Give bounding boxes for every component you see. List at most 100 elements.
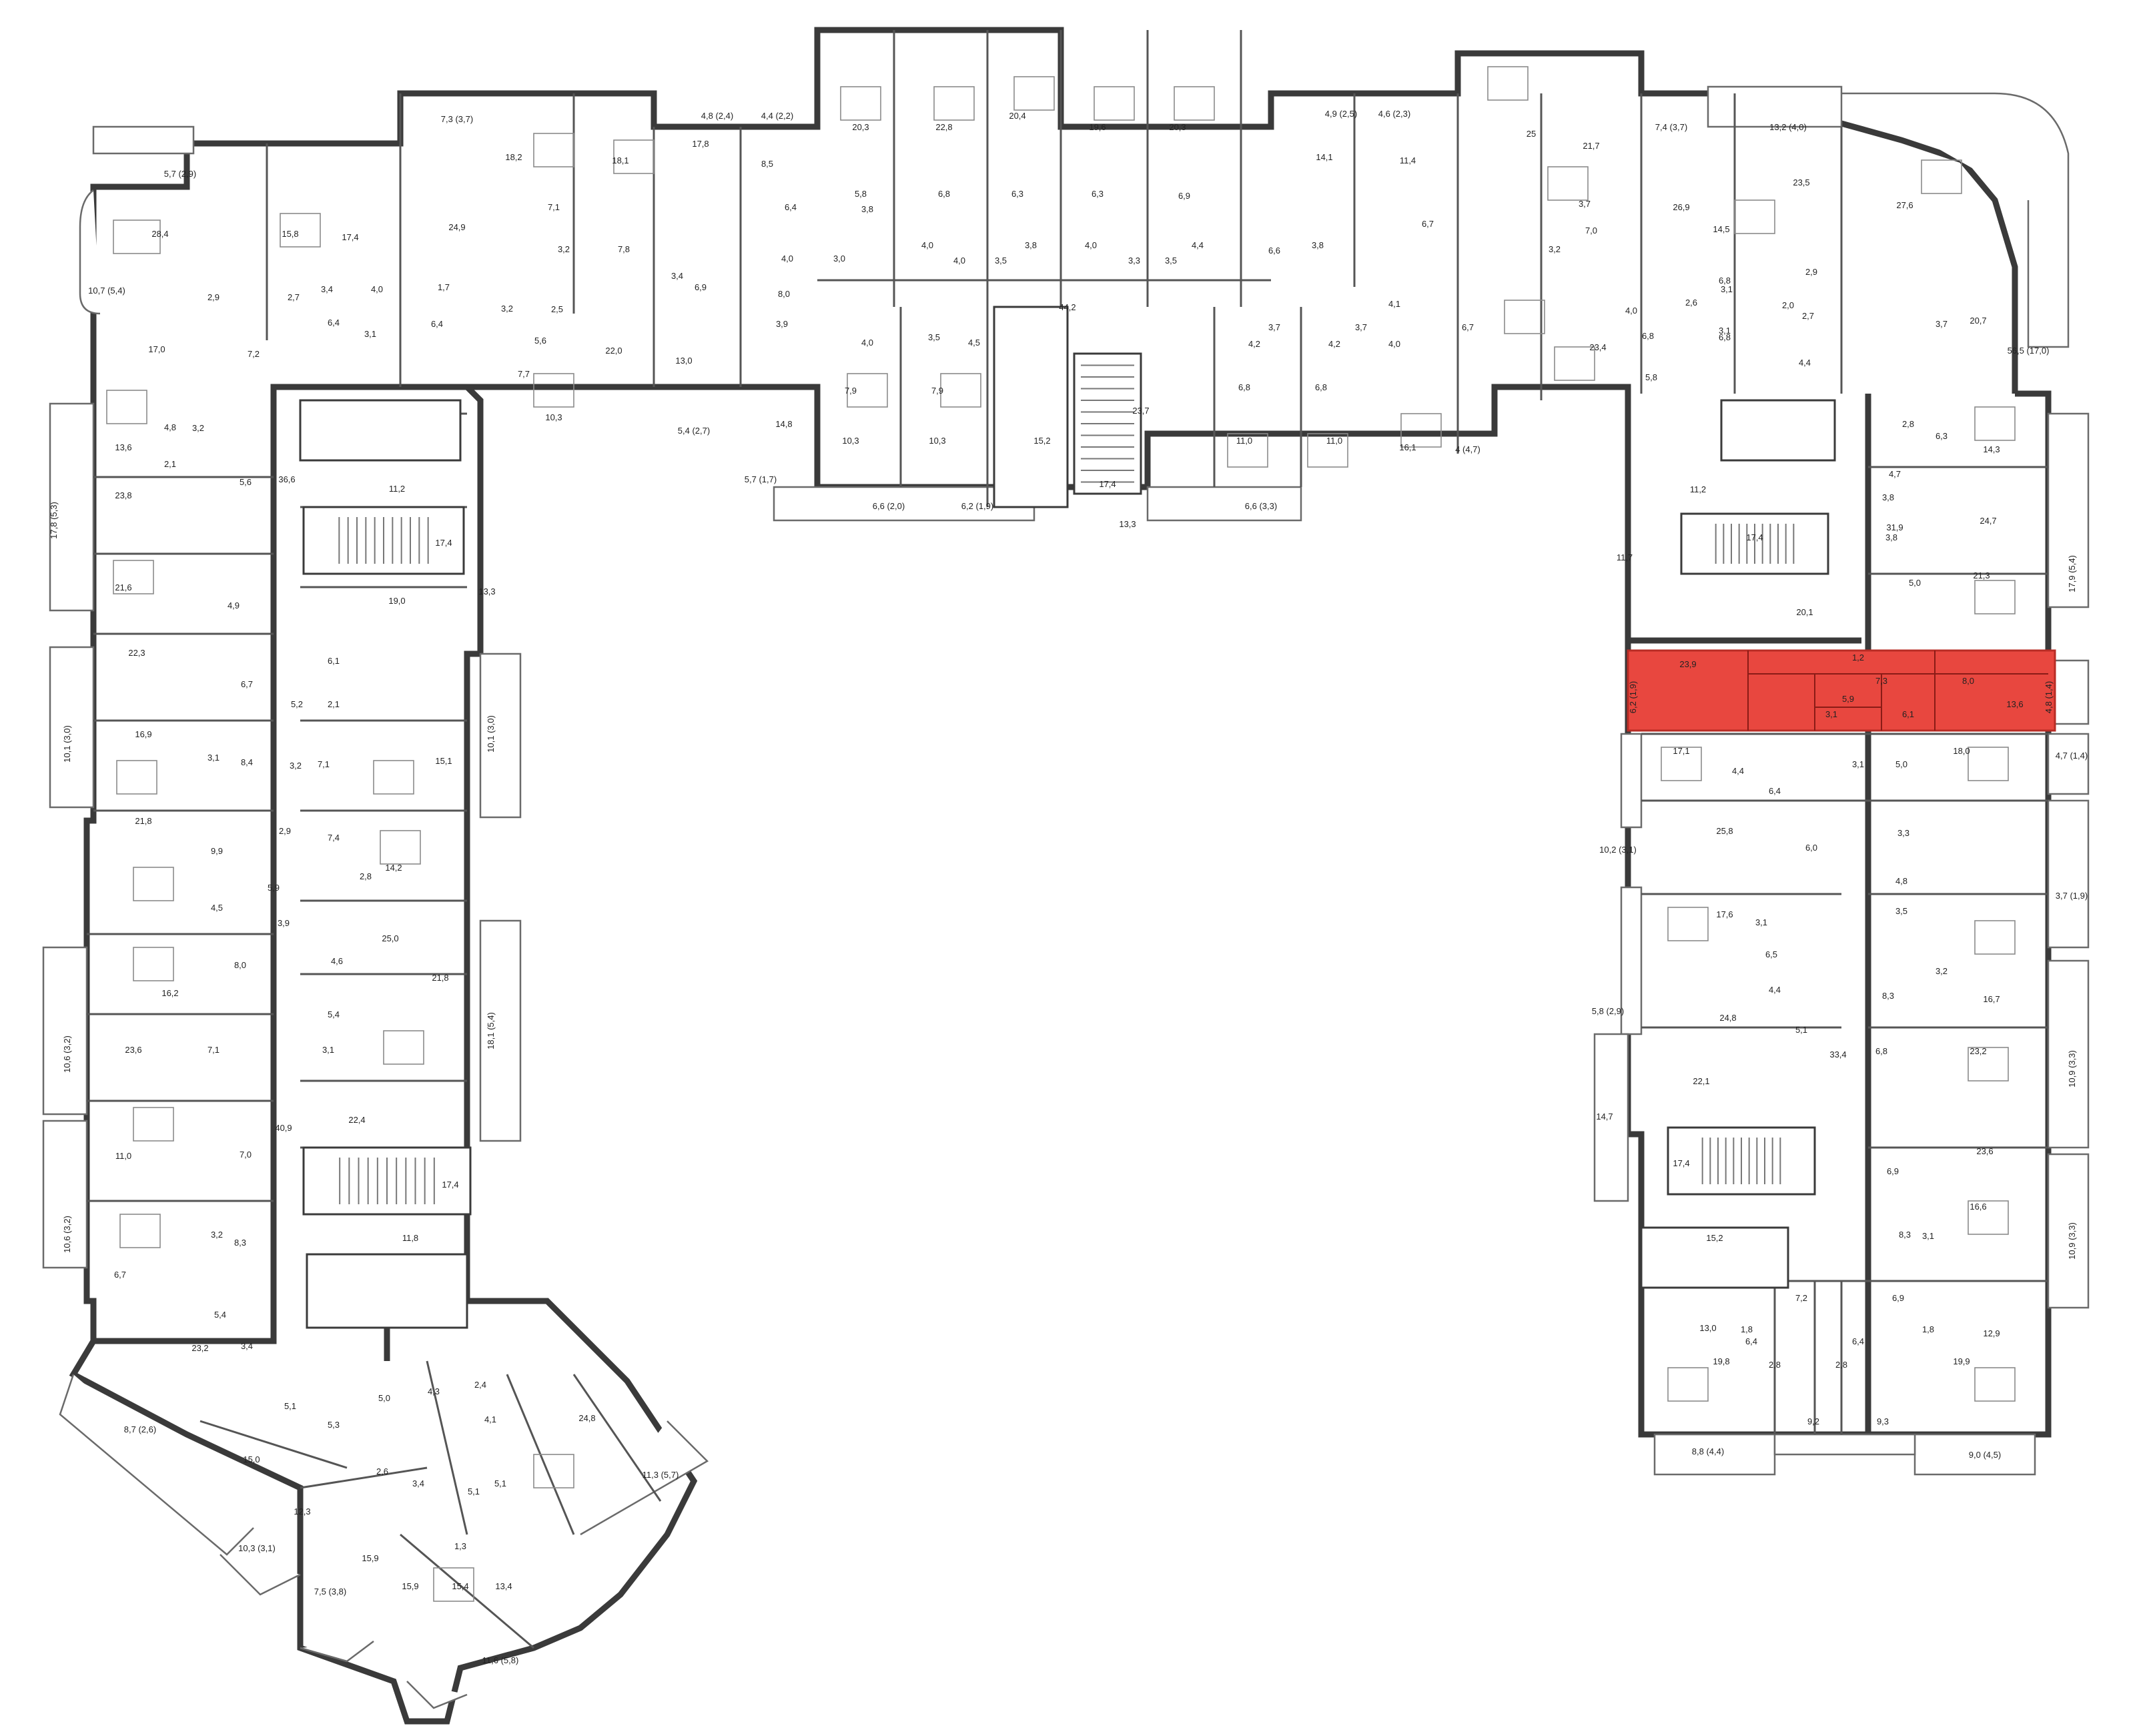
highlighted-apartment[interactable] (1627, 649, 2056, 732)
room-area-label: 4,0 (861, 338, 873, 348)
room-area-label: 13,3 (478, 586, 495, 596)
room-area-label: 17,4 (442, 1180, 458, 1190)
room-area-label: 10,3 (545, 412, 562, 422)
room-area-label: 10,6 (3,2) (62, 1035, 72, 1073)
room-area-label: 11,2 (1690, 484, 1706, 494)
balcony-shape (406, 1681, 468, 1709)
balcony-shape (1620, 886, 1643, 1035)
room-area-label: 2,0 (1782, 300, 1794, 310)
room-area-label: 27,6 (1896, 200, 1913, 210)
room-area-label: 3,3 (1897, 828, 1909, 838)
room-area-label: 4,1 (484, 1414, 496, 1424)
room-area-label: 7,1 (548, 202, 560, 212)
room-area-label: 18,0 (1953, 746, 1970, 756)
room-area-label: 14,7 (1596, 1112, 1613, 1122)
elevator-shaft (1640, 1226, 1789, 1289)
room-area-label: 23,8 (115, 490, 131, 500)
room-area-label: 5,1 (284, 1401, 296, 1411)
room-area-label: 14,3 (1983, 444, 2000, 454)
furniture-symbol (533, 373, 574, 408)
furniture-symbol (383, 1030, 424, 1065)
balcony-shape (773, 486, 1035, 522)
highlighted-room-area-label: 5,9 (1842, 694, 1854, 704)
room-area-label: 7,9 (845, 386, 857, 396)
room-area-label: 24,9 (448, 222, 465, 232)
balcony-shape (1913, 1433, 2036, 1476)
room-area-label: 17,0 (148, 344, 165, 354)
room-area-label: 10,7 (5,4) (88, 286, 125, 296)
room-area-label: 4,0 (1625, 306, 1637, 316)
room-area-label: 11,0 (115, 1151, 131, 1161)
room-area-label: 3,8 (1885, 532, 1897, 542)
room-area-label: 8,7 (2,6) (124, 1424, 156, 1434)
room-area-label: 8,3 (1882, 991, 1894, 1001)
room-area-label: 2,7 (288, 292, 300, 302)
room-area-label: 3,3 (1128, 256, 1140, 266)
elevator-shaft (306, 1253, 468, 1329)
room-area-label: 5,4 (214, 1310, 226, 1320)
room-area-label: 3,4 (321, 284, 333, 294)
room-area-label: 3,1 (1922, 1231, 1934, 1241)
room-area-label: 25,0 (382, 933, 398, 943)
room-area-label: 24,7 (1980, 516, 1996, 526)
room-area-label: 20,4 (1009, 111, 1025, 121)
room-area-label: 4,4 (1192, 240, 1204, 250)
balcony-shape (2047, 1153, 2090, 1309)
furniture-symbol (1174, 86, 1215, 121)
room-area-label: 1,3 (454, 1541, 466, 1551)
furniture-symbol (1661, 747, 1702, 781)
room-area-label: 4,5 (968, 338, 980, 348)
furniture-symbol (840, 86, 881, 121)
balcony-shape (2047, 799, 2090, 949)
room-area-label: 17,8 (692, 139, 709, 149)
room-area-label: 11,2 (389, 484, 405, 494)
room-area-label: 23,6 (1976, 1146, 1993, 1156)
room-area-label: 12,9 (1983, 1328, 2000, 1338)
room-area-label: 5,1 (468, 1486, 480, 1496)
room-area-label: 6,4 (1769, 786, 1781, 796)
room-area-label: 4,4 (2,2) (761, 111, 793, 121)
room-area-label: 1,7 (438, 282, 450, 292)
room-area-label: 6,4 (1745, 1336, 1757, 1346)
room-area-label: 8,3 (234, 1238, 246, 1248)
room-area-label: 3,1 (207, 753, 220, 763)
room-area-label: 6,5 (1765, 949, 1777, 959)
room-area-label: 7,1 (318, 759, 330, 769)
elevator-shaft (993, 306, 1069, 508)
room-area-label: 19,8 (1713, 1356, 1729, 1366)
room-area-label: 9,3 (1877, 1416, 1889, 1426)
room-area-label: 3,0 (833, 254, 845, 264)
room-area-label: 5,3 (328, 1420, 340, 1430)
room-area-label: 11,3 (5,7) (643, 1470, 679, 1480)
room-area-label: 10,3 (842, 436, 859, 446)
room-area-label: 6,9 (1887, 1166, 1899, 1176)
room-area-label: 2,7 (1802, 311, 1814, 321)
room-area-label: 9,2 (1807, 1416, 1819, 1426)
furniture-symbol (940, 373, 981, 408)
room-area-label: 16,1 (1399, 442, 1416, 452)
room-area-label: 22,8 (935, 122, 952, 132)
room-area-label: 6,8 (1238, 382, 1250, 392)
room-area-label: 20,1 (1796, 607, 1813, 617)
furniture-symbol (1547, 166, 1589, 201)
balcony-shape (1593, 1033, 1629, 1202)
room-area-label: 6,2 (1,9) (961, 501, 993, 511)
room-area-label: 7,0 (1585, 226, 1597, 236)
room-area-label: 1,8 (1741, 1324, 1753, 1334)
room-area-label: 4,4 (1769, 985, 1781, 995)
room-area-label: 8,0 (778, 289, 790, 299)
room-area-label: 5,7 (1,7) (745, 474, 777, 484)
furniture-symbol (433, 1567, 474, 1602)
room-area-label: 31,9 (1886, 522, 1903, 532)
highlighted-apartment-fill[interactable] (1627, 649, 2056, 732)
room-area-label: 3,8 (1025, 240, 1037, 250)
room-area-label: 7,4 (328, 833, 340, 843)
room-area-label: 10,2 (3,1) (1599, 845, 1637, 855)
room-area-label: 6,0 (1805, 843, 1817, 853)
room-area-label: 4,2 (1328, 339, 1340, 349)
room-area-label: 21,8 (135, 816, 151, 826)
room-area-label: 3,2 (192, 423, 204, 433)
room-area-label: 2,9 (207, 292, 220, 302)
room-area-label: 3,2 (290, 761, 302, 771)
